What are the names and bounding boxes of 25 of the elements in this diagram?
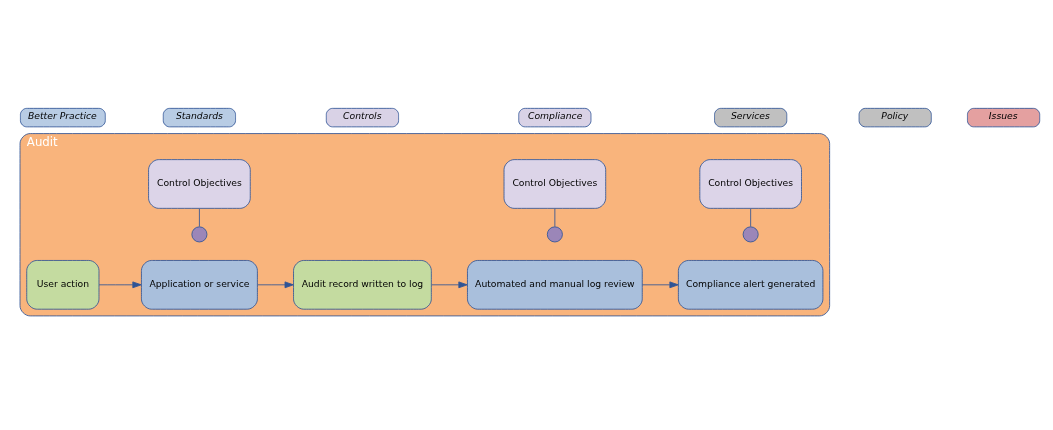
node-box: Control Objectives — [503, 158, 607, 209]
node-box: Policy — [858, 107, 932, 127]
connector — [554, 207, 556, 227]
node-box: Controls — [325, 107, 399, 127]
connector — [199, 207, 200, 227]
node-box: Compliance — [518, 107, 592, 127]
arrow — [641, 280, 679, 288]
node-box: Audit record written to log — [293, 259, 432, 310]
node-box: Services — [714, 107, 788, 127]
node-circle — [546, 225, 563, 242]
node-box: Better Practice — [20, 107, 106, 127]
node-box: Application or service — [141, 259, 258, 310]
node-box: Control Objectives — [148, 158, 251, 209]
node-box: Automated and manual log review — [467, 259, 643, 310]
connector — [750, 207, 752, 227]
node-circle — [742, 225, 759, 242]
arrow — [98, 280, 142, 288]
node-box: Compliance alert generated — [677, 259, 824, 310]
node-box: Control Objectives — [699, 158, 802, 209]
node-circle — [191, 225, 208, 242]
arrow — [431, 280, 468, 288]
node-box: User action — [26, 259, 100, 310]
arrow — [257, 280, 294, 288]
node-box: Standards — [162, 107, 236, 127]
node-box: Issues — [967, 107, 1041, 127]
